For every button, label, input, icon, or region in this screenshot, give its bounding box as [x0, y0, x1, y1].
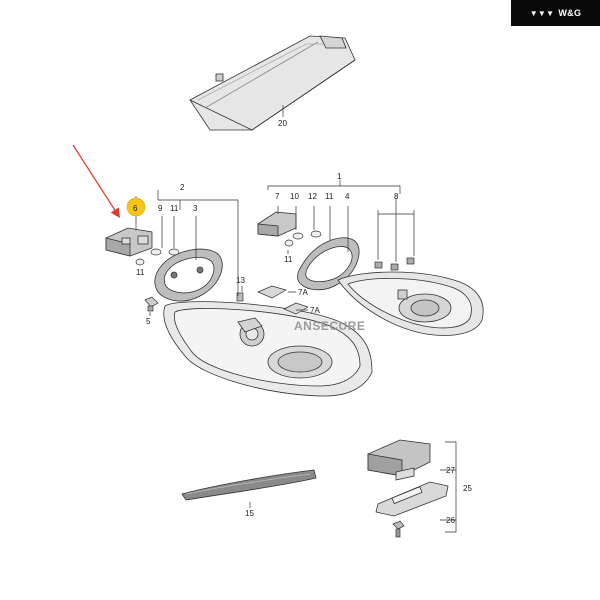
- part-25-plate-light-lens: [375, 481, 449, 517]
- highlight-circle: [126, 197, 146, 217]
- part-2-left-tail-lamp: [163, 301, 373, 397]
- watermark-text: ANSECURE: [294, 319, 365, 333]
- leader-lines: [135, 180, 457, 533]
- part-9-bulb: [150, 248, 180, 256]
- part-13-screw: [236, 292, 244, 302]
- part-7-bulb-holder-right: [257, 211, 297, 237]
- part-10-bulb: [292, 230, 322, 240]
- part-6-bulb-holder: [105, 227, 153, 257]
- wave-logo-icon: ▼▼▼: [529, 8, 555, 18]
- part-11-bulb-left: [135, 258, 145, 266]
- callout-13: 13: [236, 276, 245, 285]
- callout-3: 3: [193, 204, 198, 213]
- part-15-reflector: [181, 469, 317, 501]
- part-27-plate-light-housing: [367, 439, 431, 481]
- callout-20: 20: [278, 119, 287, 128]
- part-1-right-tail-lamp: [337, 271, 484, 336]
- brand-badge: ▼▼▼ W&G: [511, 0, 600, 26]
- pointer-arrow: [72, 144, 120, 219]
- callout-7a-top: 7A: [298, 288, 308, 297]
- callout-7: 7: [275, 192, 280, 201]
- part-11-bulb-right: [284, 239, 294, 247]
- brand-text: W&G: [558, 8, 582, 18]
- callout-25: 25: [463, 484, 472, 493]
- part-3-gasket: [154, 248, 223, 302]
- callout-11-left: 11: [170, 204, 179, 213]
- callout-4: 4: [345, 192, 350, 201]
- callout-11-right: 11: [325, 192, 334, 201]
- part-5-bulb: [144, 296, 159, 312]
- callout-1: 1: [337, 172, 342, 181]
- part-4-right-gasket: [297, 237, 360, 291]
- part-26-screw: [392, 520, 405, 538]
- callout-15: 15: [245, 509, 254, 518]
- callout-27: 27: [446, 466, 455, 475]
- callout-26: 26: [446, 516, 455, 525]
- part-20-brake-light: [189, 35, 356, 131]
- callout-10: 10: [290, 192, 299, 201]
- callout-2: 2: [180, 183, 185, 192]
- callout-9: 9: [158, 204, 163, 213]
- part-8-nuts: [374, 257, 415, 271]
- callout-5: 5: [146, 317, 151, 326]
- callout-8: 8: [394, 192, 399, 201]
- callout-12: 12: [308, 192, 317, 201]
- callout-7a-bottom: 7A: [310, 306, 320, 315]
- callout-6: 6: [133, 204, 138, 213]
- callout-11-right-bottom: 11: [284, 255, 293, 264]
- callout-11-left-bottom: 11: [136, 268, 145, 277]
- part-7a-lenses: [257, 285, 309, 315]
